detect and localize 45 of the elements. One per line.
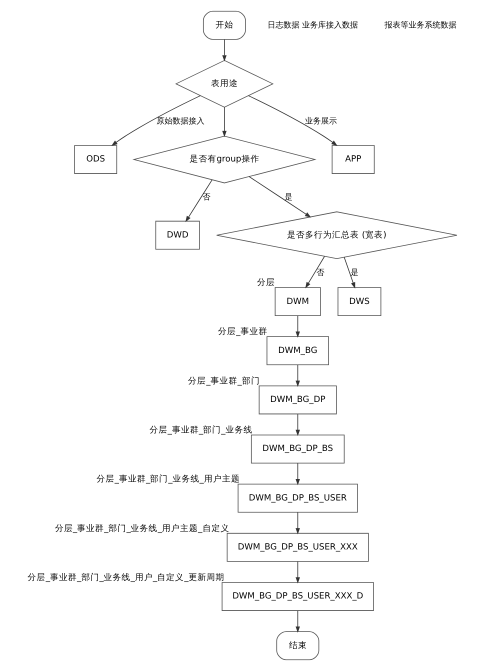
node-box: 结束 — [276, 631, 319, 660]
edge-label: 原始数据接入 — [156, 116, 204, 126]
arrow — [295, 610, 300, 633]
arrow — [295, 462, 300, 486]
arrow — [222, 106, 226, 138]
node-box: DWS — [337, 287, 381, 316]
arrow — [295, 364, 300, 387]
node-label: 分层_事业群 — [218, 327, 267, 338]
node-box: DWM — [274, 287, 320, 316]
node-box: ODS — [74, 145, 117, 174]
node-box: APP — [331, 145, 374, 174]
edge-label: 是 — [284, 192, 292, 202]
node-box: DWM_BG_DP_BS_USER_XXX_D — [221, 582, 374, 611]
label: 报表等业务系统数据 — [384, 20, 456, 30]
node-box: DWM_BG_DP_BS_USER_XXX — [226, 532, 368, 562]
node-label: 分层_事业群_部门_业务线 — [149, 426, 252, 436]
arrow — [295, 561, 300, 584]
edge-label: 业务展示 — [304, 116, 337, 126]
node-label: 分层 — [256, 278, 275, 288]
arrow — [248, 176, 311, 218]
label: 日志数据 业务库接入数据 — [266, 20, 358, 30]
edge-label: 是 — [350, 268, 358, 278]
arrow — [343, 256, 355, 289]
node-box: DWM_BG_DP — [258, 385, 336, 414]
node-box: DWM_BG — [266, 336, 328, 366]
arrow — [295, 414, 300, 436]
arrow — [295, 512, 300, 534]
node-diamond: 表用途 — [174, 60, 274, 108]
node-label: 分层_事业群_部门_业务线_用户主题_自定义 — [54, 524, 229, 534]
node-diamond: 是否有group操作 — [132, 136, 316, 184]
node-box: DWD — [154, 220, 200, 250]
node-label: 分层_事业群_部门_业务线_用户主题 — [96, 474, 240, 485]
arrow — [248, 95, 338, 146]
edge-label: 否 — [202, 192, 210, 202]
node-box: DWM_BG_DP_BS — [250, 434, 344, 464]
arrow — [222, 39, 226, 62]
edge-label: 否 — [316, 268, 324, 278]
arrow — [184, 179, 212, 222]
node-label: 分层_事业群_部门_业务线_用户_自定义_更新周期 — [27, 572, 224, 583]
arrow — [304, 256, 324, 288]
arrow — [295, 315, 300, 338]
arrow — [110, 95, 200, 146]
node-box: 开始 — [202, 10, 246, 40]
node-box: DWM_BG_DP_BS_USER — [237, 484, 358, 513]
node-label: 分层_事业群_部门 — [188, 376, 260, 386]
